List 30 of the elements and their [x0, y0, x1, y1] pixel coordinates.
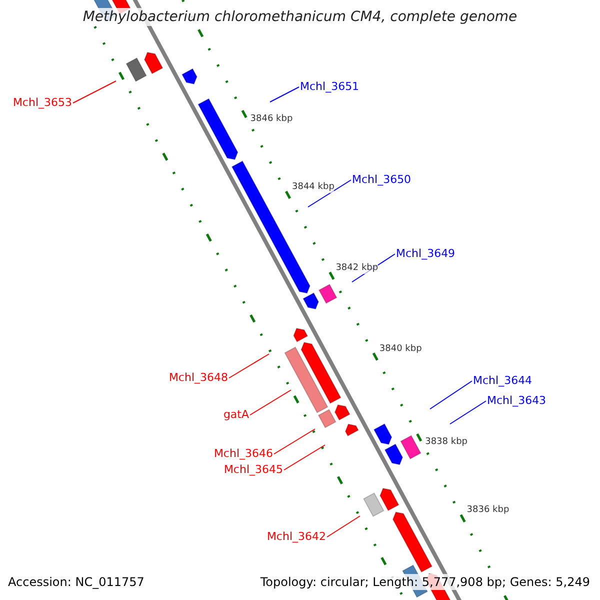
genome-info-text: Topology: circular; Length: 5,777,908 bp; Genes: 5,249 [260, 574, 590, 590]
leader-line [72, 80, 116, 104]
position-tick-label: 3842 kbp [336, 262, 378, 274]
leader-line [430, 380, 472, 410]
gene-label: gatA [223, 407, 249, 423]
position-tick-label: 3844 kbp [292, 180, 334, 193]
position-tick-label: 3836 kbp [466, 504, 510, 516]
leader-line [352, 254, 396, 282]
leader-line [270, 86, 300, 102]
gene-label: Mchl_3653 [12, 95, 72, 111]
leader-line [284, 444, 326, 470]
leader-line [308, 180, 352, 208]
position-tick-label: 3840 kbp [379, 342, 422, 355]
leader-line [250, 390, 292, 416]
leader-line [326, 516, 360, 538]
position-tick-label: 3846 kbp [250, 113, 293, 125]
gene-label: Mchl_3651 [300, 79, 360, 95]
leader-line [274, 428, 316, 454]
leader-line [450, 400, 486, 424]
leader-line [228, 354, 270, 378]
gene-label: Mchl_3650 [352, 172, 412, 188]
position-tick-label: 3838 kbp [425, 436, 468, 448]
gene-label: Mchl_3646 [214, 446, 273, 462]
gene-label: Mchl_3644 [473, 373, 532, 389]
gene-label: Mchl_3648 [168, 370, 228, 386]
gene-label: Mchl_3643 [487, 393, 546, 409]
gene-label: Mchl_3645 [224, 462, 283, 478]
gene-label: Mchl_3642 [266, 529, 326, 545]
gene-label: Mchl_3649 [396, 246, 456, 262]
accession-text: Accession: NC_011757 [8, 574, 144, 590]
